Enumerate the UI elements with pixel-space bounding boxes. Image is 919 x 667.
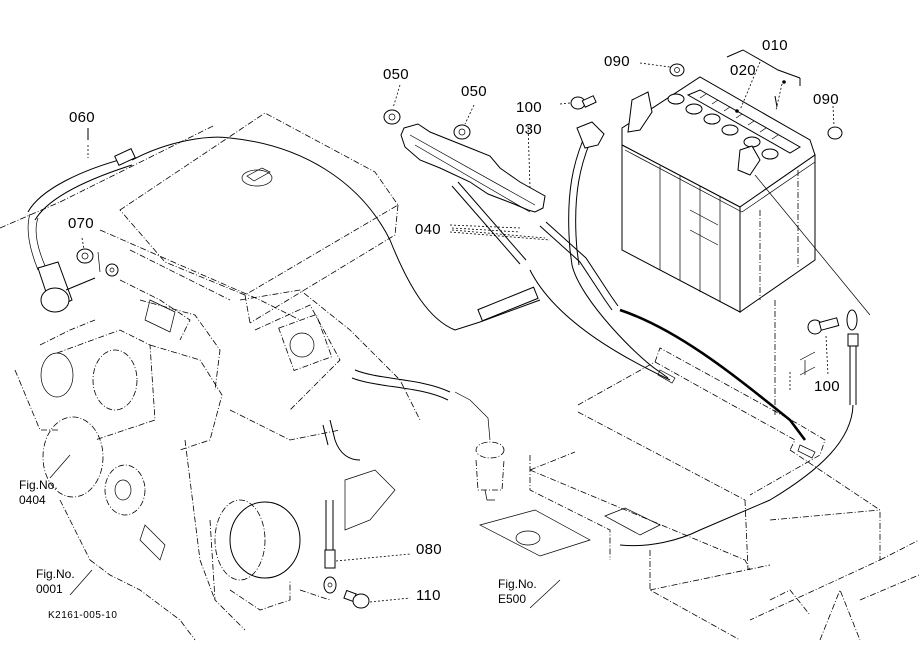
part-label-090-left: 090: [604, 53, 630, 70]
part-label-050-left: 050: [383, 66, 409, 83]
part-label-080: 080: [416, 541, 442, 558]
part-label-090-right: 090: [813, 91, 839, 108]
fig-ref-0001: Fig.No. 0001: [36, 567, 75, 597]
battery-bracket-010-callout: [726, 49, 801, 111]
engine-cover: [0, 112, 399, 324]
hold-down-bracket-030: [400, 123, 546, 213]
fig-ref-0404: Fig.No. 0404: [19, 478, 58, 508]
fig-ref-prefix: Fig.No.: [498, 577, 537, 591]
part-label-060: 060: [69, 109, 95, 126]
bolt-110: [343, 589, 411, 609]
bolt-100-top: [559, 95, 597, 110]
fuel-filter: [322, 369, 505, 531]
ground-cable-right: [619, 309, 859, 547]
part-label-020: 020: [730, 62, 756, 79]
battery-010: [621, 76, 871, 316]
nuts-050: [383, 84, 475, 140]
fig-ref-number: E500: [498, 592, 527, 606]
battery-cable: [477, 121, 807, 441]
drawing-code: K2161-005-10: [48, 610, 118, 621]
part-label-010: 010: [762, 37, 788, 54]
part-label-100-right: 100: [814, 378, 840, 395]
fig-ref-prefix: Fig.No.: [19, 478, 58, 492]
part-label-110: 110: [416, 587, 441, 604]
terminal-caps-090: [639, 62, 843, 140]
nut-070: [76, 237, 101, 273]
fig-ref-e500: Fig.No. E500: [498, 577, 537, 607]
part-label-070: 070: [68, 215, 94, 232]
engine-cable-060: [27, 136, 481, 331]
part-label-100-top: 100: [516, 99, 542, 116]
part-label-050-right: 050: [461, 83, 487, 100]
ground-cable-080: [323, 500, 411, 594]
hold-down-rods-040: [451, 181, 619, 311]
fig-ref-prefix: Fig.No.: [36, 567, 75, 581]
fig-ref-number: 0001: [36, 582, 63, 596]
part-label-030: 030: [516, 121, 542, 138]
callout-leaders: [49, 128, 791, 609]
engine-block: [14, 279, 421, 641]
battery-tray: [479, 300, 919, 641]
fig-ref-number: 0404: [19, 493, 46, 507]
part-label-040: 040: [415, 221, 441, 238]
